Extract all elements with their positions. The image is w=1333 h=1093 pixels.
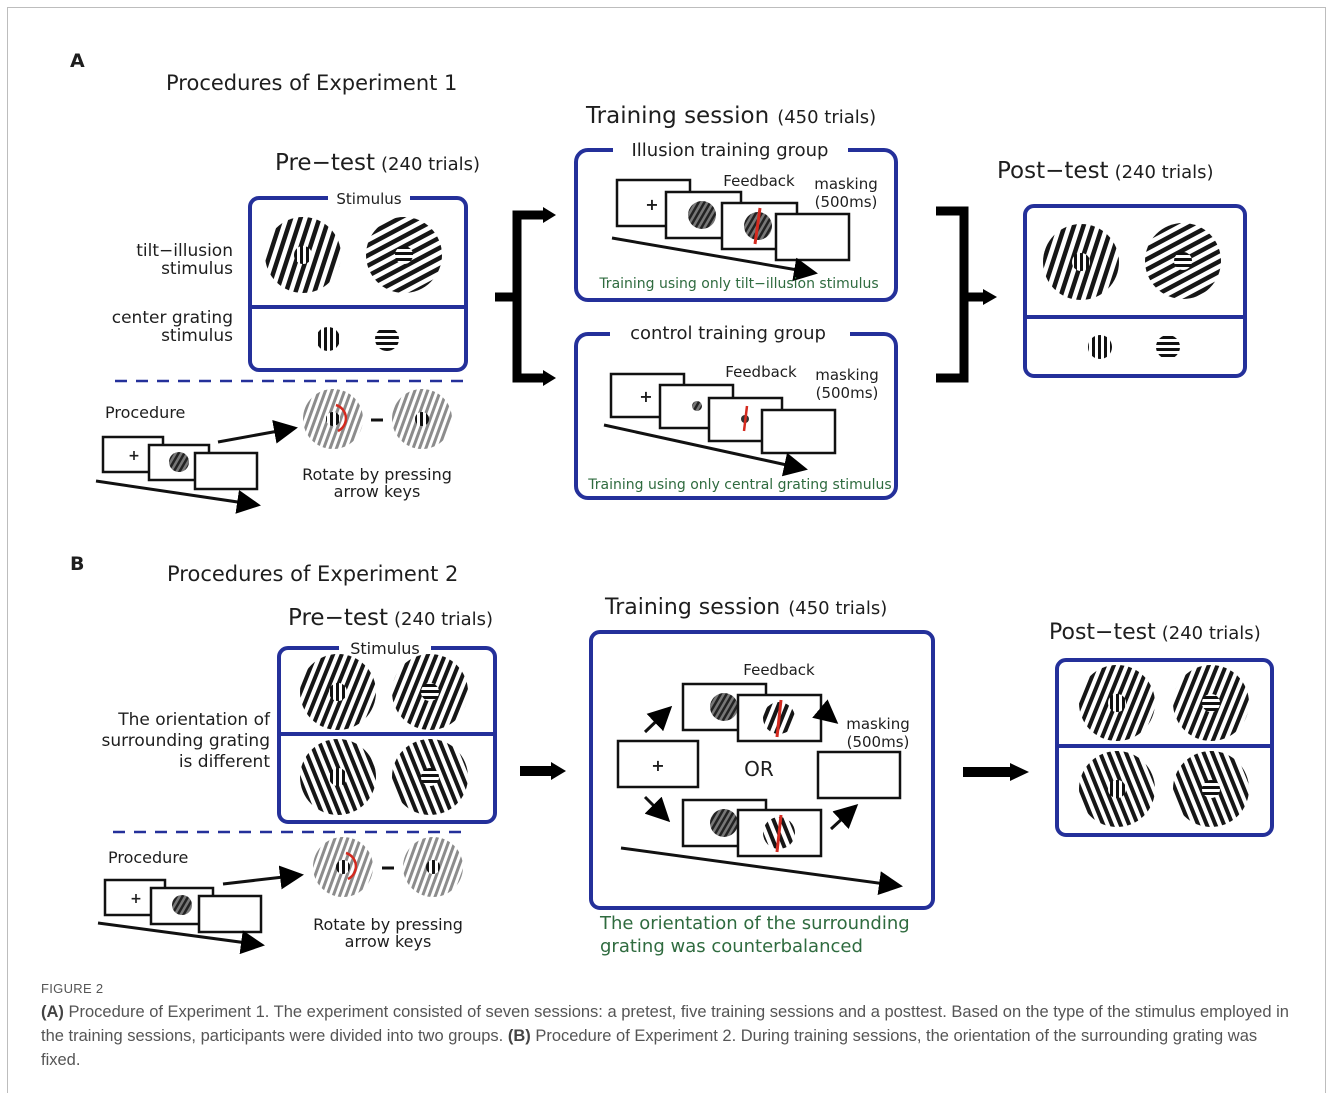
training-a-trials: (450 trials) — [777, 107, 876, 128]
fixation-icon: + — [128, 448, 140, 464]
training-b-note-2: grating was counterbalanced — [600, 936, 863, 957]
procedure-b-rotate-1: Rotate by pressing — [313, 915, 463, 934]
pretest-a-stimulus-label: Stimulus — [336, 190, 401, 208]
illusion-feedback-label: Feedback — [723, 172, 795, 190]
procedure-b: Procedure + Rotate by pressing arrow key… — [97, 837, 463, 955]
svg-text:Pre−test(240 trials): Pre−test (240 trials) — [288, 605, 493, 631]
control-group-title: control training group — [630, 323, 826, 344]
training-a-title: Training session — [585, 103, 769, 129]
fixation-icon: + — [645, 195, 658, 214]
svg-text:Training session(450 trials): Training session (450 trials) — [604, 595, 887, 620]
label-orientation-1: The orientation of — [117, 710, 271, 730]
procedure-a-rotate-1: Rotate by pressing — [302, 465, 452, 484]
pretest-a-title: Pre−test — [275, 150, 375, 176]
label-orientation-2: surrounding grating — [101, 731, 270, 751]
center-grating-horizontal — [375, 327, 399, 351]
caption-a-tag: (A) — [41, 1003, 64, 1021]
figure-caption: (A) Procedure of Experiment 1. The exper… — [41, 1000, 1291, 1072]
illusion-group-note: Training using only tilt−illusion stimul… — [598, 276, 878, 292]
fixation-icon: + — [639, 387, 652, 406]
illusion-masking-1: masking — [814, 175, 878, 193]
svg-text:Post−test(240 trials): Post−test (240 trials) — [1049, 620, 1261, 645]
posttest-b: Post−test (240 trials) — [1049, 620, 1274, 837]
svg-text:Post−test(240 trials): Post−test (240 trials) — [997, 158, 1214, 184]
training-b-or: OR — [744, 757, 774, 781]
posttest-a-box — [1023, 204, 1247, 378]
control-masking-2: (500ms) — [816, 384, 879, 402]
training-b-feedback: Feedback — [743, 661, 815, 679]
label-tilt-illusion-1: tilt−illusion — [136, 241, 233, 261]
label-center-grating-1: center grating — [112, 308, 233, 328]
training-b-masking-2: (500ms) — [847, 733, 910, 751]
control-masking-1: masking — [815, 366, 879, 384]
svg-text:Pre−test(240 trials): Pre−test (240 trials) — [275, 150, 480, 176]
control-group-note: Training using only central grating stim… — [587, 477, 891, 493]
procedure-a: Procedure + Rotate by pressing arrow key… — [95, 389, 452, 514]
bracket-arrow-a-left — [495, 207, 556, 386]
posttest-a-trials: (240 trials) — [1115, 162, 1214, 183]
panel-a-letter: A — [70, 50, 85, 72]
posttest-b-title: Post−test — [1049, 620, 1156, 645]
procedure-a-rotate-2: arrow keys — [334, 482, 421, 501]
arrow-b-right — [963, 763, 1029, 781]
label-center-grating-2: stimulus — [161, 326, 233, 346]
pretest-b-title: Pre−test — [288, 605, 388, 631]
pretest-b-stimulus-label: Stimulus — [350, 639, 420, 658]
training-b: Training session (450 trials) Feedback ma… — [589, 595, 935, 957]
procedure-b-title: Procedure — [108, 848, 188, 867]
caption-a-text: Procedure of Experiment 1. The experimen… — [41, 1003, 1289, 1045]
pretest-a-trials: (240 trials) — [381, 154, 480, 175]
procedure-a-title: Procedure — [105, 403, 185, 422]
pretest-b-trials: (240 trials) — [394, 609, 493, 630]
posttest-a: Post−test (240 trials) — [997, 158, 1247, 378]
control-feedback-label: Feedback — [725, 363, 797, 381]
fixation-icon: + — [130, 891, 142, 907]
training-b-trials: (450 trials) — [788, 598, 887, 619]
arrow-b-left — [520, 762, 566, 780]
pretest-b: Pre−test (240 trials) Stimulus — [277, 605, 497, 824]
figure-frame — [7, 7, 1326, 1093]
label-tilt-illusion-2: stimulus — [161, 259, 233, 279]
illusion-group-title: Illusion training group — [632, 140, 829, 161]
posttest-a-title: Post−test — [997, 158, 1109, 184]
bracket-arrow-a-right — [936, 206, 997, 383]
training-b-note-1: The orientation of the surrounding — [599, 913, 910, 934]
pretest-a: Pre−test (240 trials) Stimulus — [248, 150, 480, 372]
illusion-masking-2: (500ms) — [815, 193, 878, 211]
panel-b-title: Procedures of Experiment 2 — [167, 562, 458, 586]
training-b-masking-1: masking — [846, 715, 910, 733]
training-b-title: Training session — [604, 595, 780, 620]
figure-diagram: A Procedures of Experiment 1 Pre−test (24… — [70, 50, 1274, 957]
svg-text:Training session(450 trials): Training session (450 trials) — [585, 103, 876, 129]
panel-b-letter: B — [70, 553, 84, 575]
figure-label: FIGURE 2 — [41, 981, 104, 996]
posttest-b-trials: (240 trials) — [1162, 623, 1261, 644]
training-b-box — [589, 630, 935, 910]
caption-b-text: Procedure of Experiment 2. During traini… — [41, 1027, 1258, 1069]
label-orientation-3: is different — [179, 752, 271, 772]
control-training-group: control training group Feedback masking … — [574, 322, 898, 500]
procedure-b-rotate-2: arrow keys — [345, 932, 432, 951]
caption-b-tag: (B) — [507, 1027, 531, 1045]
fixation-icon: + — [651, 756, 664, 775]
center-grating-vertical — [316, 327, 340, 351]
illusion-training-group: Illusion training group Feedback masking… — [574, 139, 898, 302]
panel-a-title: Procedures of Experiment 1 — [166, 71, 457, 95]
